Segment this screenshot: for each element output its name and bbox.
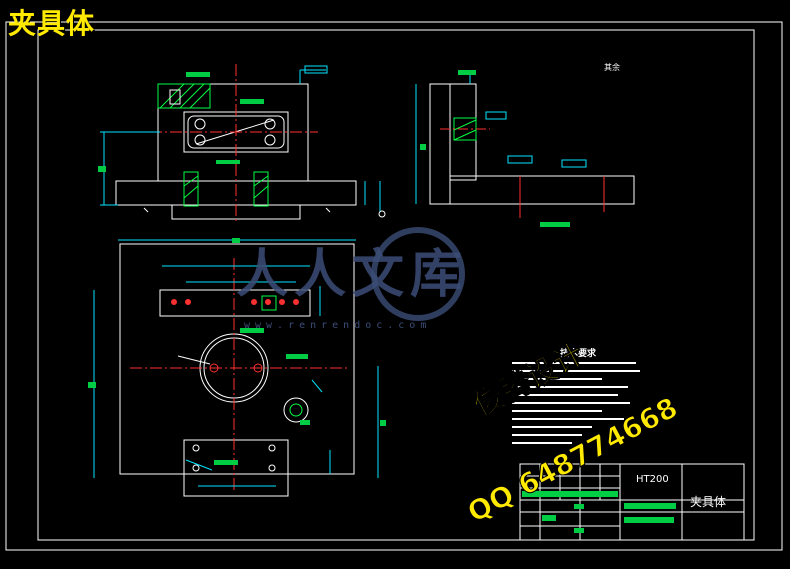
watermark-circle [371, 227, 465, 321]
watermark-brand: 人人文库 [236, 244, 469, 305]
inner-border [37, 29, 755, 541]
outer-border [5, 21, 783, 551]
top-view [88, 238, 386, 497]
title-block-part-name: 夹具体 [690, 495, 727, 509]
tech-requirements-lines [512, 362, 640, 444]
title-block [519, 463, 745, 541]
roughness-note: 其余 [604, 63, 620, 72]
title-block-material: HT200 [636, 474, 669, 485]
side-view [415, 70, 635, 227]
overlay-title: 夹具体 [8, 7, 96, 40]
watermark-url: www.renrendoc.com [244, 320, 432, 331]
front-view [98, 64, 386, 224]
tech-requirements-title: 技术要求 [560, 349, 597, 359]
